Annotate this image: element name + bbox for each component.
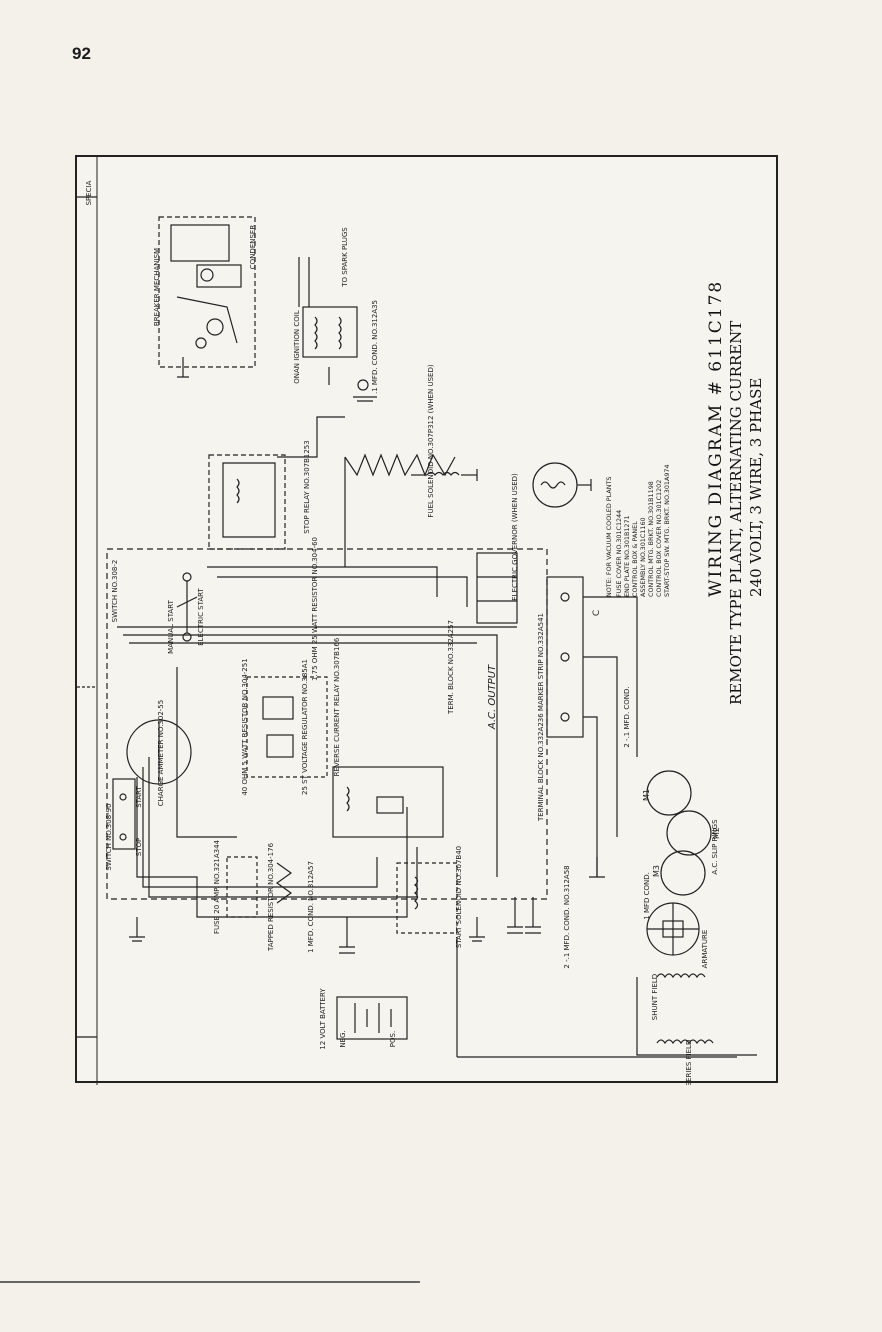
breaker-box	[158, 216, 256, 368]
slip-ring-m2	[666, 810, 712, 856]
label-ignition-coil: ONAN IGNITION COIL	[293, 310, 301, 384]
voltage-regulator	[246, 676, 328, 778]
note-line: ASSEMBLY NO.301C1160	[639, 517, 647, 597]
label-m3: M3	[652, 865, 661, 877]
note-line: END PLATE NO.301B1271	[623, 515, 631, 597]
label-start: START	[135, 785, 143, 807]
label-slip-rings: A.C. SLIP RINGS	[711, 819, 719, 875]
title-line-2: REMOTE TYPE PLANT, ALTERNATING CURRENT	[727, 321, 745, 705]
label-cond-2mfd: 2 -.1 MFD. COND.	[623, 686, 631, 747]
label-condenser: CONDENSER	[249, 225, 257, 270]
label-ac-output: A.C. OUTPUT	[487, 664, 498, 730]
label-term-block: TERM. BLOCK NO.332A257	[447, 620, 455, 715]
label-pos: POS.	[389, 1031, 397, 1047]
label-shunt-field: SHUNT FIELD	[651, 974, 659, 1020]
label-armature: ARMATURE	[701, 930, 709, 969]
note-line: CONTROL BOX & PANEL	[631, 521, 639, 597]
page-number: 92	[72, 44, 91, 63]
wiring-diagram: BREAKER MECHANISM CONDENSER ONAN IGNITIO…	[77, 157, 765, 1085]
label-fuse: FUSE 20 AMP. NO.321A344	[213, 839, 221, 934]
note-block: NOTE: FOR VACUUM COOLED PLANTS FUSE COVE…	[605, 464, 671, 597]
label-breaker: BREAKER MECHANISM	[153, 248, 161, 326]
label-corner-tag: SPECIA	[85, 180, 93, 205]
note-line: FUSE COVER NO.301C1244	[615, 510, 623, 597]
label-start-solenoid: START SOLENOID NO.307B40	[455, 846, 463, 948]
label-fuel-solenoid: FUEL SOLENOID NO.307P312 (WHEN USED)	[427, 364, 435, 517]
label-battery: 12 VOLT BATTERY	[319, 988, 327, 1050]
label-charge-ammeter: CHARGE AMMETER NO.302-55	[157, 700, 165, 806]
slip-ring-m3	[660, 850, 706, 896]
label-electric-governor: ELECTRIC GOVERNOR (WHEN USED)	[511, 473, 519, 601]
label-electric-start: ELECTRIC START	[197, 588, 205, 646]
start-stop-switch	[112, 778, 136, 850]
label-resistor-wire: 1.75 OHM 25 WATT RESISTOR NO.304-60	[311, 537, 319, 681]
title-line-1: WIRING DIAGRAM # 611C178	[706, 280, 726, 597]
slip-ring-m1	[646, 770, 692, 816]
label-reverse-current-relay: REVERSE CURRENT RELAY NO.307B166	[333, 637, 341, 776]
ignition-coil	[302, 306, 358, 358]
title-block: WIRING DIAGRAM # 611C178 REMOTE TYPE PLA…	[706, 280, 765, 705]
note-line: CONTROL MTG. BRKT. NO.301B1198	[647, 481, 655, 597]
label-cond-1mfd-2: .1 MFD COND.	[643, 872, 651, 922]
governor-motor	[532, 462, 578, 508]
label-m2: M2	[712, 827, 721, 839]
reverse-current-relay	[332, 766, 444, 838]
label-switch-308-90: SWITCH NO.308-90	[105, 803, 113, 870]
label-voltage-regulator: 25 ST VOLTAGE REGULATOR NO.385A1	[301, 659, 309, 795]
label-cond-2mfd-2: 2 -.1 MFD. COND. NO.312A58	[563, 865, 571, 968]
bottom-rule	[0, 1281, 420, 1283]
label-ignition-cond: .1 MFD. COND. NO.312A35	[371, 300, 379, 394]
label-ohm-resistor: 40 OHM 5 WATT RESISTOR NO.304-251	[241, 658, 249, 795]
label-tapped-resistor: TAPPED RESISTOR NO.304-176	[267, 842, 275, 952]
label-terminal-block: TERMINAL BLOCK NO.332A236 MARKER STRIP N…	[537, 613, 545, 822]
label-c-mark: C	[592, 610, 602, 616]
note-heading: NOTE: FOR VACUUM COOLED PLANTS	[605, 477, 613, 597]
stop-relay-box	[208, 454, 286, 550]
label-neg: NEG.	[339, 1030, 347, 1047]
label-manual-start: MANUAL START	[167, 599, 175, 653]
title-line-3: 240 VOLT, 3 WIRE, 3 PHASE	[747, 378, 765, 597]
label-spark-plugs: TO SPARK PLUGS	[341, 227, 349, 288]
wiring-diagram-sheet: BREAKER MECHANISM CONDENSER ONAN IGNITIO…	[75, 155, 778, 1085]
label-stop-relay: STOP RELAY NO.307B1253	[303, 440, 311, 533]
charge-ammeter	[126, 719, 192, 785]
label-stop: STOP	[135, 838, 143, 856]
fuse	[226, 856, 258, 918]
label-m1: M1	[642, 789, 651, 801]
term-block	[476, 552, 518, 624]
note-line: START-STOP SW. MTG. BRKT. NO.301A974	[663, 464, 671, 597]
label-switch-308: SWITCH NO.308-2	[111, 560, 119, 623]
label-series-field: SERIES FIELD	[685, 1040, 693, 1085]
note-line: CONTROL BOX COVER NO.301C1202	[655, 480, 663, 597]
battery	[336, 996, 408, 1040]
start-solenoid	[396, 862, 458, 934]
label-cond-1mfd: 1 MFD. COND. NO.312A57	[307, 861, 315, 953]
